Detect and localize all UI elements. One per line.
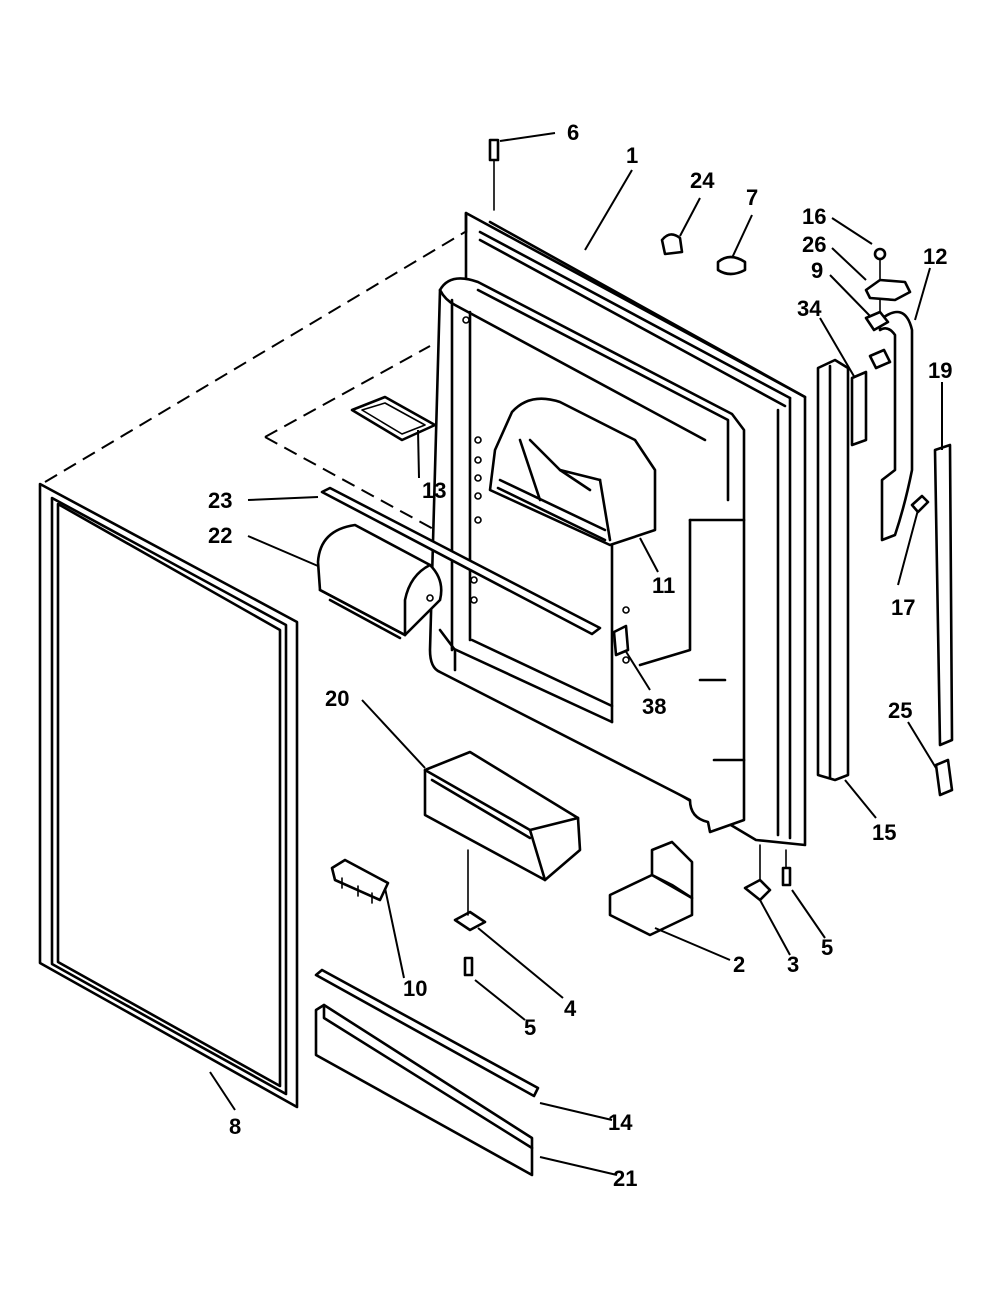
callout-34: 34 — [797, 296, 822, 321]
door-gasket — [38, 482, 299, 1109]
callout-5-center: 5 — [524, 1015, 536, 1040]
callout-21: 21 — [613, 1166, 637, 1191]
callout-22: 22 — [208, 523, 232, 548]
callout-labels: 6 1 24 7 16 26 12 9 34 19 13 23 22 11 17… — [208, 120, 952, 1191]
callout-25: 25 — [888, 698, 912, 723]
callout-12: 12 — [923, 244, 947, 269]
callout-19: 19 — [928, 358, 952, 383]
bottom-trim-strip — [314, 968, 540, 1098]
callout-11: 11 — [652, 573, 675, 598]
callout-13: 13 — [422, 478, 446, 503]
mounting-clip — [330, 858, 390, 904]
callout-38: 38 — [642, 694, 666, 719]
callout-7: 7 — [746, 185, 758, 210]
callout-3: 3 — [787, 952, 799, 977]
callout-9: 9 — [811, 258, 823, 283]
callout-10: 10 — [403, 976, 427, 1001]
callout-15: 15 — [872, 820, 896, 845]
callout-2: 2 — [733, 952, 745, 977]
hinge-side-trim — [816, 358, 850, 782]
callout-6: 6 — [567, 120, 579, 145]
callout-8: 8 — [229, 1114, 241, 1139]
callout-24: 24 — [690, 168, 715, 193]
callout-5-right: 5 — [821, 935, 833, 960]
hinge-spacer — [850, 370, 868, 447]
compartment-cover — [350, 395, 437, 442]
leader-lines — [209, 132, 943, 1176]
callout-17: 17 — [891, 595, 915, 620]
butter-bin — [316, 523, 443, 640]
door-handle — [878, 310, 914, 542]
dairy-compartment — [488, 397, 657, 547]
callout-4: 4 — [564, 996, 577, 1021]
callout-20: 20 — [325, 686, 349, 711]
callout-14: 14 — [608, 1110, 633, 1135]
callout-16: 16 — [802, 204, 826, 229]
callout-26: 26 — [802, 232, 826, 257]
callout-23: 23 — [208, 488, 232, 513]
kick-plate — [314, 1003, 534, 1177]
door-shelf-bin — [423, 750, 582, 882]
hardware-parts — [453, 138, 954, 977]
handle-trim — [933, 443, 954, 747]
shelf-rail — [320, 486, 602, 636]
hinge-bracket — [608, 840, 694, 937]
callout-1: 1 — [626, 143, 638, 168]
